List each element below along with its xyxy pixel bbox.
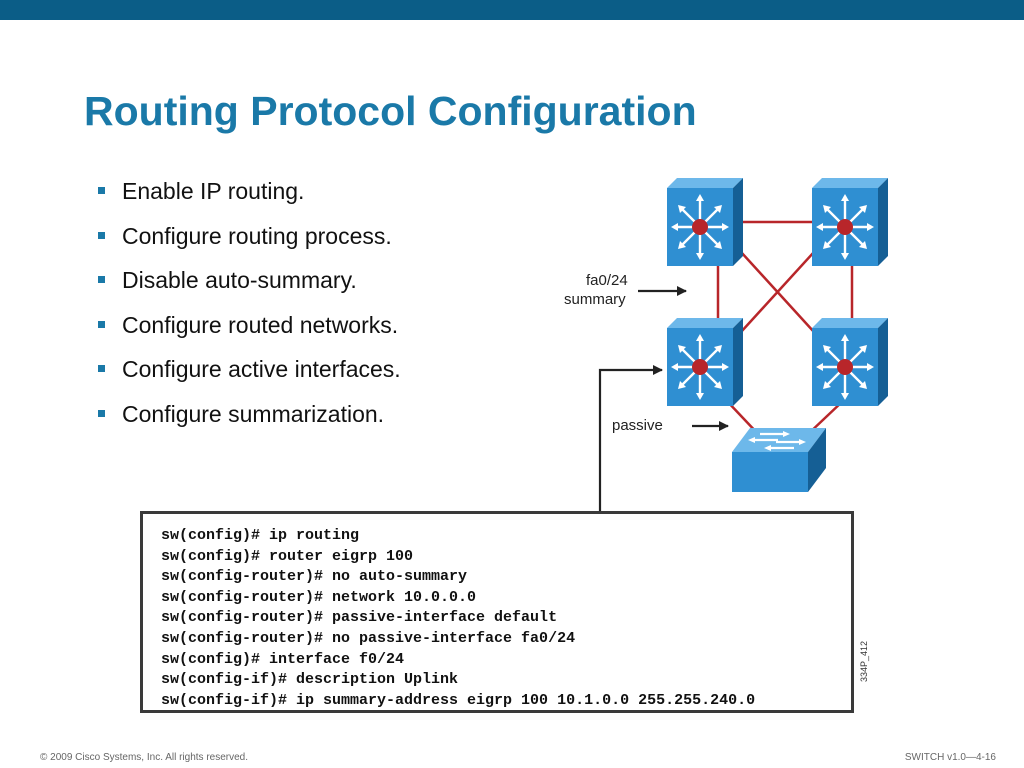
bullet-square-icon (98, 231, 105, 239)
config-line: sw(config-router)# no passive-interface … (161, 629, 576, 647)
bullet-text: Disable auto-summary. (122, 267, 357, 293)
summary-label: summary (564, 291, 626, 308)
config-line: sw(config)# router eigrp 100 (161, 547, 414, 565)
passive-label: passive (612, 417, 663, 434)
link-cross-b (740, 251, 815, 333)
multilayer-switch-icon (812, 178, 888, 268)
config-line: sw(config)# interface f0/24 (161, 650, 405, 668)
bullet-item: Disable auto-summary. (98, 265, 401, 310)
bullet-square-icon (98, 365, 105, 372)
copyright-text: © 2009 Cisco Systems, Inc. All rights re… (40, 752, 249, 763)
bullet-list: Enable IP routing. Configure routing pro… (98, 176, 401, 443)
slide-title: Routing Protocol Configuration (84, 88, 697, 134)
bullet-item: Configure routed networks. (98, 310, 401, 355)
bullet-text: Configure routing process. (122, 222, 392, 249)
bullet-item: Configure summarization. (98, 399, 401, 444)
bullet-square-icon (98, 276, 105, 283)
config-line: sw(config-router)# no auto-summary (161, 568, 468, 586)
multilayer-switch-icon (667, 318, 743, 408)
config-line: sw(config-router)# network 10.0.0.0 (161, 588, 477, 606)
bullet-text: Enable IP routing. (122, 178, 305, 204)
bullet-item: Configure active interfaces. (98, 354, 401, 399)
bullet-item: Configure routing process. (98, 221, 401, 266)
config-line: sw(config-if)# description Uplink (161, 671, 459, 689)
multilayer-switch-icon (667, 178, 743, 268)
bullet-square-icon (98, 320, 105, 328)
top-banner (0, 0, 1024, 20)
figure-id: 334P_412 (859, 640, 869, 682)
config-line: sw(config-router)# passive-interface def… (161, 609, 558, 627)
workgroup-switch-icon (732, 428, 826, 492)
bullet-text: Configure routed networks. (122, 311, 399, 338)
bullet-text: Configure summarization. (122, 400, 385, 427)
bullet-square-icon (98, 187, 105, 194)
bullet-item: Enable IP routing. (98, 176, 401, 221)
bullet-text: Configure active interfaces. (122, 356, 401, 382)
config-pointer-arrow (598, 365, 663, 512)
course-code: SWITCH v1.0—4-16 (904, 752, 996, 763)
bullet-square-icon (98, 409, 105, 417)
config-code-box: sw(config)# ip routing sw(config)# route… (140, 511, 854, 713)
config-line: sw(config)# ip routing (161, 527, 360, 544)
interface-label: fa0/24 (586, 272, 628, 289)
multilayer-switch-icon (812, 318, 888, 408)
config-line: sw(config-if)# ip summary-address eigrp … (161, 691, 756, 709)
